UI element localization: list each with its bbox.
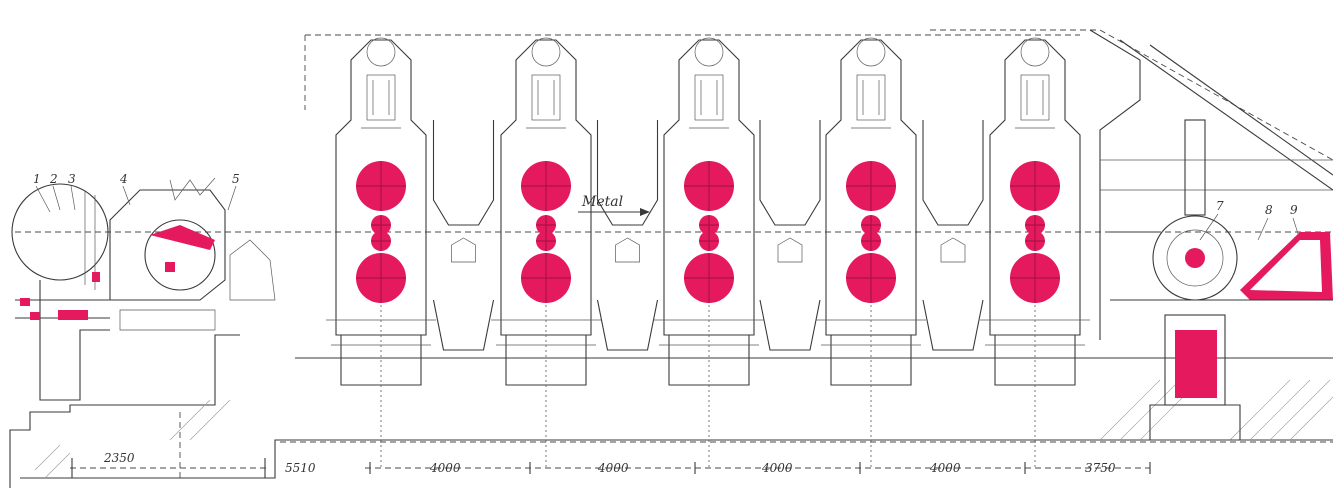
guide-bottom	[922, 299, 984, 351]
foundation	[9, 334, 1333, 488]
guide-bottom	[759, 299, 821, 351]
stand-housing	[335, 39, 427, 336]
backup-roll-top-crosshair	[846, 161, 896, 211]
guide-bottom	[432, 299, 495, 351]
work-roll-bottom-crosshair	[1025, 231, 1045, 251]
screwdown-mechanism	[366, 74, 396, 121]
top-gear	[531, 37, 561, 67]
dimension-label-4000-1: 4000	[429, 461, 461, 475]
screwdown-rods	[1015, 80, 1055, 129]
stand-housing	[500, 39, 592, 336]
looper-roll	[615, 237, 640, 263]
screwdown-mechanism	[856, 74, 886, 121]
mill-stand-3	[654, 37, 764, 470]
looper-roll	[451, 237, 476, 263]
inter-stand-guide-3	[759, 120, 821, 351]
backup-roll-bottom-crosshair	[356, 253, 406, 303]
part-label-1: 1	[33, 172, 41, 186]
dimension-label-4000-3: 4000	[761, 461, 793, 475]
dimension-label-5510: 5510	[285, 461, 316, 475]
backup-roll-top-crosshair	[521, 161, 571, 211]
stand-housing	[989, 39, 1081, 336]
mill-stand-5	[980, 37, 1090, 470]
backup-roll-bottom-crosshair	[846, 253, 896, 303]
screwdown-rods	[361, 80, 401, 129]
top-gear	[694, 37, 724, 67]
part-label-8: 8	[1265, 203, 1273, 217]
part-label-2: 2	[49, 172, 58, 186]
mill-stand-2	[491, 37, 601, 470]
backup-roll-bottom-crosshair	[684, 253, 734, 303]
dimension-label-4000-2: 4000	[597, 461, 629, 475]
backup-roll-top-crosshair	[356, 161, 406, 211]
dimension-label-3750: 3750	[1085, 461, 1116, 475]
screwdown-mechanism	[1020, 74, 1050, 121]
inter-stand-guide-4	[922, 120, 984, 351]
inter-stand-guide-1	[432, 120, 495, 351]
part-label-3: 3	[68, 172, 76, 186]
backup-roll-top-crosshair	[1010, 161, 1060, 211]
backup-roll-bottom-crosshair	[521, 253, 571, 303]
metal-flow-arrow: Metal	[578, 194, 650, 216]
screwdown-mechanism	[531, 74, 561, 121]
backup-roll-top-crosshair	[684, 161, 734, 211]
part-label-5: 5	[232, 172, 240, 186]
screwdown-rods	[526, 80, 566, 129]
guide-hopper	[432, 120, 495, 226]
mill-stands	[326, 37, 1090, 470]
inter-stand-guide-2	[596, 120, 659, 351]
stand-housing	[825, 39, 917, 336]
coiler-assembly	[11, 177, 276, 401]
screwdown-rods	[689, 80, 729, 129]
part-label-9: 9	[1290, 203, 1298, 217]
overhead-structure	[304, 29, 1333, 340]
part-labels: 1 2 3 4 5 7 8 9	[33, 172, 1301, 241]
metal-flow-label: Metal	[581, 194, 623, 210]
stand-housing	[663, 39, 755, 336]
backup-roll-bottom-crosshair	[1010, 253, 1060, 303]
work-roll-bottom-crosshair	[861, 231, 881, 251]
looper-roll	[777, 237, 803, 263]
guide-hopper	[596, 120, 659, 226]
looper-roll	[940, 237, 966, 263]
hatching-right	[34, 379, 1333, 479]
work-roll-bottom-crosshair	[536, 231, 556, 251]
guide-bottom	[596, 299, 659, 351]
guide-hopper	[759, 120, 821, 226]
dimension-line: 2350 5510 4000 4000 4000 4000 3750	[70, 412, 1151, 480]
top-gear	[1020, 37, 1050, 67]
mill-stand-1	[326, 37, 436, 470]
work-roll-bottom-crosshair	[699, 231, 719, 251]
dimension-label-4000-4: 4000	[929, 461, 961, 475]
downcoiler	[1110, 119, 1333, 441]
part-label-4: 4	[119, 172, 128, 186]
screwdown-rods	[851, 80, 891, 129]
work-roll-bottom-crosshair	[371, 231, 391, 251]
part-label-7: 7	[1216, 199, 1224, 213]
top-gear	[366, 37, 396, 67]
guide-hopper	[922, 120, 984, 226]
screwdown-mechanism	[694, 74, 724, 121]
dimension-label-2350: 2350	[103, 451, 135, 465]
top-gear	[856, 37, 886, 67]
mill-stand-4	[816, 37, 926, 470]
